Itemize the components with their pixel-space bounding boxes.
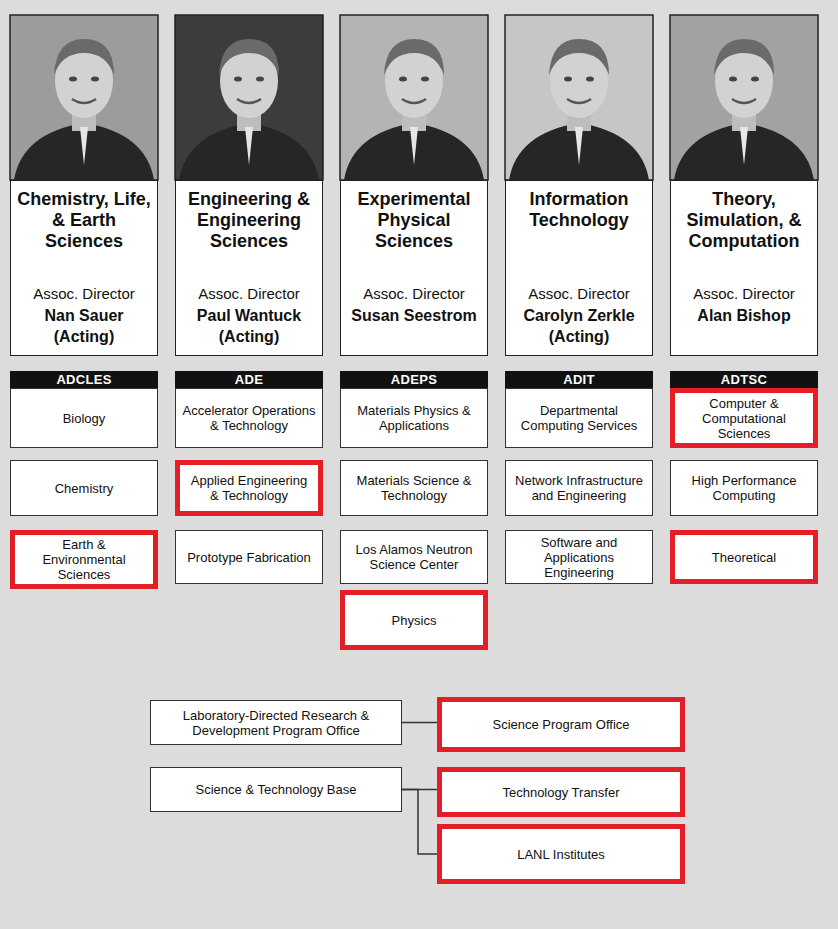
- node-text: Experimental Physical Sciences: [345, 189, 483, 255]
- node-text: Engineering & Engineering Sciences: [180, 189, 318, 255]
- node-text: Theoretical: [712, 550, 776, 565]
- highlighted-division-box: Applied Engineering & Technology: [175, 460, 323, 516]
- node-text: Applied Engineering & Technology: [185, 473, 313, 503]
- division-box: Prototype Fabrication: [175, 530, 323, 584]
- division-box: Materials Physics & Applications: [340, 388, 488, 448]
- node-text: ADTSC: [721, 371, 767, 388]
- portrait-figure: [344, 39, 484, 180]
- portrait-figure: [179, 39, 319, 180]
- node-text: Los Alamos Neutron Science Center: [347, 542, 481, 572]
- division-box: Accelerator Operations & Technology: [175, 388, 323, 448]
- node-text: Assoc. Director: [33, 285, 135, 303]
- node-text: Science Program Office: [492, 717, 629, 732]
- highlighted-office-box: Technology Transfer: [437, 767, 685, 817]
- node-text: Science & Technology Base: [196, 782, 357, 797]
- portrait-photo: [10, 15, 158, 180]
- node-text: Information Technology: [510, 189, 648, 255]
- highlighted-office-box: LANL Institutes: [437, 824, 685, 884]
- node-text: Theory, Simulation, & Computation: [675, 189, 813, 255]
- node-text: Assoc. Director: [363, 285, 465, 303]
- photo-ground: [340, 15, 488, 180]
- node-text: LANL Institutes: [517, 847, 605, 862]
- node-text: Laboratory-Directed Research & Developme…: [157, 708, 395, 738]
- connector-line: [402, 722, 437, 724]
- director-box: Chemistry, Life, & Earth SciencesAssoc. …: [10, 180, 158, 356]
- node-text: Materials Science & Technology: [347, 473, 481, 503]
- node-text: Departmental Computing Services: [512, 403, 646, 433]
- director-box: Information TechnologyAssoc. DirectorCar…: [505, 180, 653, 356]
- director-box: Engineering & Engineering SciencesAssoc.…: [175, 180, 323, 356]
- node-text: Software and Applications Engineering: [512, 535, 646, 580]
- office-box: Science & Technology Base: [150, 767, 402, 812]
- highlighted-office-box: Science Program Office: [437, 697, 685, 752]
- node-text: Assoc. Director: [198, 285, 300, 303]
- division-box: Los Alamos Neutron Science Center: [340, 530, 488, 584]
- portrait-figure: [509, 39, 649, 180]
- division-box: Departmental Computing Services: [505, 388, 653, 448]
- photo-ground: [175, 15, 323, 180]
- director-box: Experimental Physical SciencesAssoc. Dir…: [340, 180, 488, 356]
- node-text: ADIT: [563, 371, 595, 388]
- node-text: Prototype Fabrication: [187, 550, 311, 565]
- node-text: Network Infrastructure and Engineering: [512, 473, 646, 503]
- highlighted-division-box: Computer & Computational Sciences: [670, 388, 818, 448]
- node-text: Technology Transfer: [502, 785, 619, 800]
- node-text: High Performance Computing: [677, 473, 811, 503]
- highlighted-division-box: Physics: [340, 590, 488, 650]
- division-box: Software and Applications Engineering: [505, 530, 653, 584]
- node-text: ADCLES: [56, 371, 111, 388]
- division-box: Network Infrastructure and Engineering: [505, 460, 653, 516]
- portrait-photo: [340, 15, 488, 180]
- node-text: ADE: [235, 371, 263, 388]
- directorate-band: ADE: [175, 371, 323, 388]
- node-text: Accelerator Operations & Technology: [182, 403, 316, 433]
- portrait-figure: [674, 39, 814, 180]
- node-text: Earth & Environmental Sciences: [20, 537, 148, 582]
- node-text: Physics: [392, 613, 437, 628]
- node-text: Materials Physics & Applications: [347, 403, 481, 433]
- node-text: Nan Sauer (Acting): [15, 305, 153, 347]
- division-box: Materials Science & Technology: [340, 460, 488, 516]
- photo-ground: [670, 15, 818, 180]
- highlighted-division-box: Theoretical: [670, 530, 818, 584]
- directorate-band: ADCLES: [10, 371, 158, 388]
- node-text: Paul Wantuck (Acting): [180, 305, 318, 347]
- connector-line: [402, 790, 437, 855]
- portrait-photo: [505, 15, 653, 180]
- node-text: Carolyn Zerkle (Acting): [510, 305, 648, 347]
- division-box: High Performance Computing: [670, 460, 818, 516]
- office-box: Laboratory-Directed Research & Developme…: [150, 700, 402, 745]
- portrait-photo: [175, 15, 323, 180]
- highlighted-division-box: Earth & Environmental Sciences: [10, 530, 158, 589]
- directorate-band: ADIT: [505, 371, 653, 388]
- node-text: Alan Bishop: [697, 305, 790, 326]
- directorate-band: ADEPS: [340, 371, 488, 388]
- node-text: Chemistry: [55, 481, 114, 496]
- photo-ground: [505, 15, 653, 180]
- node-text: ADEPS: [391, 371, 437, 388]
- node-text: Assoc. Director: [528, 285, 630, 303]
- portrait-figure: [14, 39, 154, 180]
- portrait-photo: [670, 15, 818, 180]
- director-box: Theory, Simulation, & ComputationAssoc. …: [670, 180, 818, 356]
- node-text: Assoc. Director: [693, 285, 795, 303]
- directorate-band: ADTSC: [670, 371, 818, 388]
- node-text: Biology: [63, 411, 106, 426]
- division-box: Biology: [10, 388, 158, 448]
- division-box: Chemistry: [10, 460, 158, 516]
- node-text: Computer & Computational Sciences: [680, 396, 808, 441]
- photo-ground: [10, 15, 158, 180]
- node-text: Chemistry, Life, & Earth Sciences: [15, 189, 153, 255]
- node-text: Susan Seestrom: [351, 305, 476, 326]
